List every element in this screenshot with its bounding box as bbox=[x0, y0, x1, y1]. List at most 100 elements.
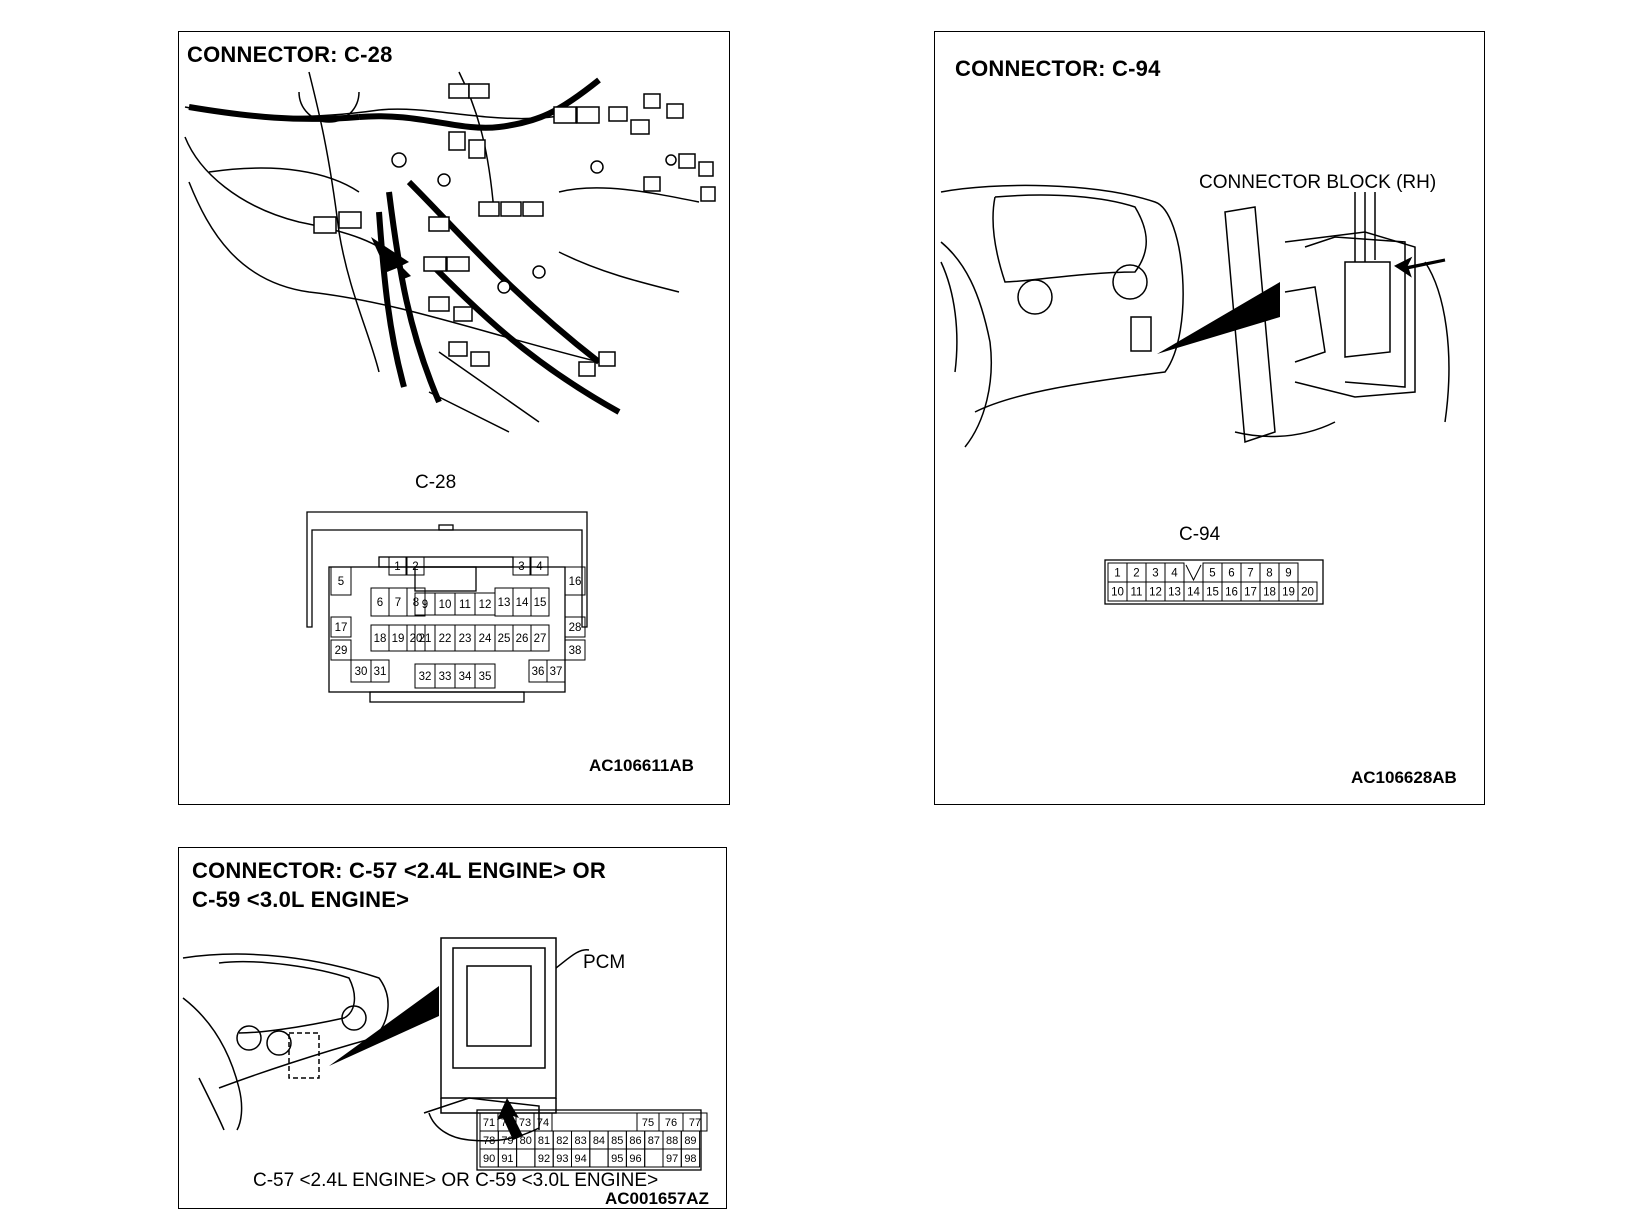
pin-number: 76 bbox=[665, 1117, 677, 1129]
pin-number: 92 bbox=[538, 1153, 550, 1165]
panel-title: CONNECTOR: C-57 <2.4L ENGINE> OR C-59 <3… bbox=[192, 858, 606, 912]
pin-number: 80 bbox=[520, 1135, 532, 1147]
pin-number: 11 bbox=[459, 599, 471, 611]
pin-cell bbox=[474, 663, 496, 689]
pin-cell bbox=[1297, 581, 1318, 602]
connector-label: C-28 bbox=[415, 472, 457, 493]
pin-number: 33 bbox=[439, 671, 452, 683]
pin-number: 12 bbox=[479, 599, 492, 611]
pin-number: 23 bbox=[459, 633, 472, 645]
pin-number: 37 bbox=[550, 666, 563, 678]
pin-number: 97 bbox=[666, 1153, 678, 1165]
connector-block-callout: CONNECTOR BLOCK (RH) bbox=[1199, 172, 1437, 193]
pin-number: 5 bbox=[338, 576, 344, 588]
pin-number: 1 bbox=[1114, 568, 1120, 580]
panel-title: CONNECTOR: C-94 bbox=[955, 56, 1161, 81]
pin-number: 15 bbox=[534, 597, 547, 609]
pin-cell bbox=[564, 639, 586, 661]
pin-number: 28 bbox=[569, 622, 582, 634]
pin-cell bbox=[680, 1148, 701, 1168]
pin-number: 3 bbox=[518, 561, 524, 573]
panel-c57: CONNECTOR: C-57 <2.4L ENGINE> OR C-59 <3… bbox=[178, 847, 727, 1209]
pin-number: 4 bbox=[1171, 568, 1178, 580]
pin-cell bbox=[330, 639, 352, 661]
pin-number: 98 bbox=[684, 1153, 696, 1165]
pin-cell bbox=[530, 556, 549, 576]
pin-number: 15 bbox=[1206, 587, 1219, 599]
pin-number: 6 bbox=[377, 597, 383, 609]
pin-number: 72 bbox=[501, 1117, 513, 1129]
pin-number: 16 bbox=[569, 576, 582, 588]
pin-number: 94 bbox=[575, 1153, 587, 1165]
dashboard-illustration bbox=[940, 184, 1450, 448]
pin-number: 14 bbox=[1187, 587, 1200, 599]
pin-number: 86 bbox=[629, 1135, 641, 1147]
figure-code: AC106628AB bbox=[1351, 768, 1457, 787]
pin-number: 17 bbox=[335, 622, 348, 634]
pin-number: 20 bbox=[410, 633, 423, 645]
pin-cell bbox=[644, 1148, 664, 1168]
pcm-illustration bbox=[182, 937, 590, 1142]
pin-cell bbox=[330, 616, 352, 638]
connector-label: C-94 bbox=[1179, 524, 1221, 545]
pin-number: 6 bbox=[1228, 568, 1234, 580]
pin-number: 29 bbox=[335, 645, 348, 657]
pin-cell bbox=[388, 556, 407, 576]
pin-number: 91 bbox=[501, 1153, 513, 1165]
panel-title: CONNECTOR: C-28 bbox=[187, 42, 393, 67]
pin-number: 31 bbox=[374, 666, 387, 678]
pin-number: 74 bbox=[537, 1117, 549, 1129]
pin-number: 82 bbox=[556, 1135, 568, 1147]
pin-number: 1 bbox=[394, 561, 400, 573]
pin-number: 34 bbox=[459, 671, 472, 683]
pin-number: 5 bbox=[1209, 568, 1215, 580]
pin-number: 21 bbox=[419, 633, 432, 645]
pin-cell bbox=[546, 659, 566, 683]
pin-number: 12 bbox=[1149, 587, 1162, 599]
pcm-callout: PCM bbox=[583, 952, 626, 973]
pin-number: 18 bbox=[1263, 587, 1276, 599]
pin-number: 90 bbox=[483, 1153, 495, 1165]
pin-cell bbox=[551, 1112, 638, 1132]
pin-number: 32 bbox=[419, 671, 432, 683]
pin-number: 88 bbox=[666, 1135, 678, 1147]
pin-cell bbox=[530, 624, 550, 652]
pin-number: 2 bbox=[412, 561, 418, 573]
pin-number: 13 bbox=[1168, 587, 1181, 599]
pin-number: 17 bbox=[1244, 587, 1257, 599]
figure-code: AC001657AZ bbox=[605, 1189, 709, 1208]
panel-c94: CONNECTOR: C-94 CONNECTOR BLOCK (RH) C-9… bbox=[934, 31, 1485, 805]
pin-number: 3 bbox=[1152, 568, 1158, 580]
pin-number: 77 bbox=[689, 1117, 701, 1129]
pin-number: 13 bbox=[498, 597, 511, 609]
pin-number: 26 bbox=[516, 633, 529, 645]
pin-number: 81 bbox=[538, 1135, 550, 1147]
pin-number: 87 bbox=[648, 1135, 660, 1147]
pin-number: 35 bbox=[479, 671, 492, 683]
connector-caption: C-57 <2.4L ENGINE> OR C-59 <3.0L ENGINE> bbox=[253, 1170, 659, 1191]
pin-number: 7 bbox=[395, 597, 401, 609]
pin-number: 10 bbox=[439, 599, 452, 611]
pin-number: 85 bbox=[611, 1135, 623, 1147]
pin-number: 93 bbox=[556, 1153, 568, 1165]
key-notch bbox=[1185, 564, 1202, 582]
pin-number: 4 bbox=[536, 561, 543, 573]
figure-code: AC106611AB bbox=[589, 756, 694, 775]
arrow-icon bbox=[1394, 256, 1446, 278]
pin-number: 19 bbox=[392, 633, 405, 645]
pin-number: 79 bbox=[501, 1135, 513, 1147]
pin-cell bbox=[516, 1148, 536, 1168]
pin-cell bbox=[512, 556, 531, 576]
pin-number: 96 bbox=[629, 1153, 641, 1165]
pin-number: 9 bbox=[1285, 568, 1291, 580]
arrow-icon bbox=[371, 237, 411, 280]
pin-cell bbox=[370, 659, 390, 683]
pin-number: 10 bbox=[1111, 587, 1124, 599]
pin-number: 38 bbox=[569, 645, 582, 657]
pin-number: 7 bbox=[1247, 568, 1253, 580]
